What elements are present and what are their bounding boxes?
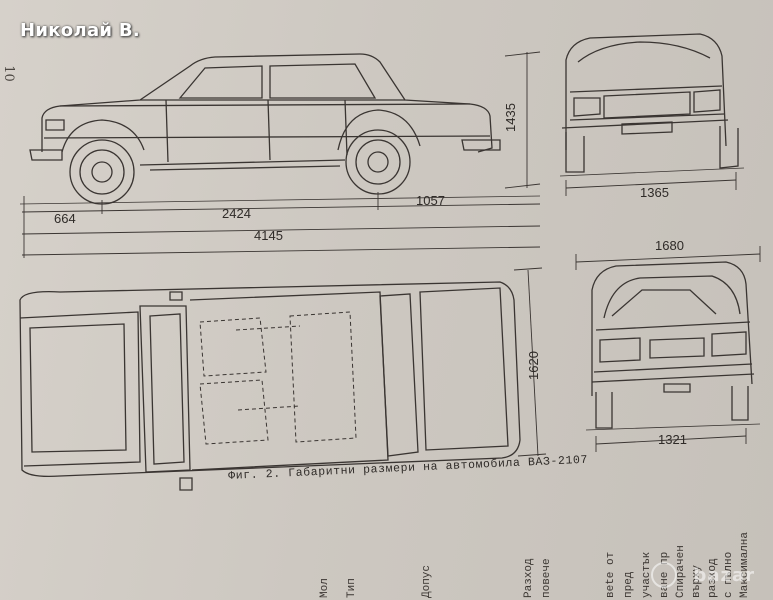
dimension-rear-overhang: 1057 [416,193,445,208]
text-column: Мол [319,578,331,598]
text-column: Разход [523,558,535,598]
dimension-front-track: 1365 [640,185,669,200]
text-column: с пълно [723,551,735,598]
brand-watermark: bazar [693,565,755,586]
text-column: Допус [421,564,433,598]
text-column: участък [641,551,653,598]
dimension-rear-track: 1321 [658,432,687,447]
text-column: веtе от [605,551,617,598]
dimension-wheelbase: 2424 [222,206,251,221]
dimension-overall-width: 1680 [655,238,684,253]
top-view [19,267,547,491]
text-column: разход [707,558,719,598]
dimension-front-overhang: 664 [54,211,76,226]
uploader-name: Николай В. [20,20,141,41]
dimension-overall-length: 4145 [254,228,283,243]
dimension-overall-height: 1435 [502,103,518,132]
front-view [559,33,745,196]
text-column: върху [691,564,703,598]
text-column: Максимална [739,531,751,598]
text-column: Спирачен [675,545,687,598]
side-view [19,53,541,205]
text-column: Тип [346,578,358,598]
text-column: пред [623,571,635,598]
watermark-logo-icon [651,562,677,588]
rear-view [575,246,761,452]
dimension-body-width: 1620 [525,351,541,380]
side-dimension-lines [21,51,541,258]
text-column: повече [541,558,553,598]
